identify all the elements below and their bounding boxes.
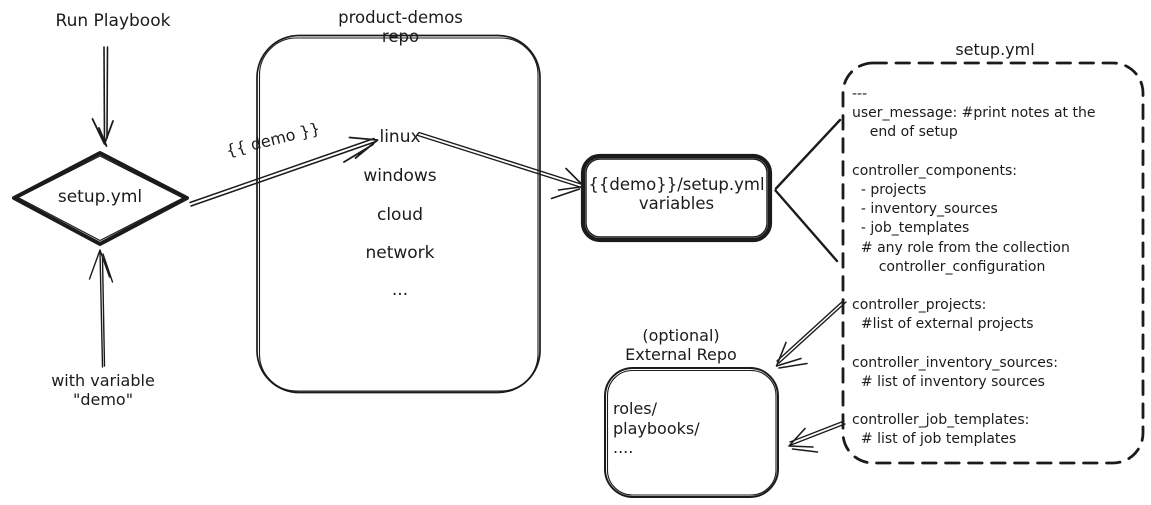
- with-variable-label: with variable "demo": [33, 371, 173, 409]
- yaml-line-controller-job-templates: controller_job_templates:: [852, 412, 1030, 429]
- yaml-line-any-role-comment: # any role from the collection: [852, 239, 1070, 256]
- job-templates-to-external-repo-arrow: [788, 420, 846, 453]
- yaml-line-any-role-comment-cont: controller_configuration: [852, 258, 1046, 275]
- setup-yml-diamond-label: setup.yml: [57, 187, 143, 207]
- external-repo-item-ellipsis: ....: [613, 438, 634, 457]
- external-repo-item-roles: roles/: [613, 399, 658, 418]
- repo-item-cloud: cloud: [376, 205, 424, 225]
- setup-yml-file-box: [841, 61, 1145, 465]
- variables-to-setup-yml-fan-lines: [774, 118, 842, 263]
- yaml-line-user-message: user_message: #print notes at the: [852, 105, 1096, 122]
- yaml-line-blank-1: [852, 143, 1144, 162]
- repo-item-network: network: [365, 243, 435, 263]
- yaml-line-blank-2: [852, 277, 1144, 296]
- repo-item-windows: windows: [363, 166, 437, 186]
- repo-item-ellipsis: ...: [391, 280, 409, 300]
- yaml-line-controller-projects: controller_projects:: [852, 297, 987, 314]
- product-demos-repo-box: [256, 34, 541, 394]
- external-repo-label-line2: External Repo: [625, 345, 737, 364]
- external-repo-box: [604, 367, 779, 498]
- setup-yml-diamond: [12, 151, 189, 246]
- linux-to-variables-arrow: [417, 131, 585, 200]
- yaml-line-doc-start: ---: [852, 86, 868, 102]
- variables-box: [580, 153, 773, 243]
- external-repo-label: (optional) External Repo: [611, 326, 751, 364]
- yaml-line-blank-4: [852, 392, 1144, 411]
- projects-to-external-repo-arrow: [775, 299, 847, 369]
- setup-yml-file-title: setup.yml: [955, 40, 1035, 59]
- yaml-line-blank-3: [852, 334, 1144, 353]
- yaml-line-controller-inventory-sources: controller_inventory_sources:: [852, 354, 1058, 371]
- demo-arrow: [189, 136, 379, 207]
- product-demos-repo-title: product-demos repo: [338, 8, 463, 46]
- variables-box-label-line1: {{demo}}/setup.yml: [588, 175, 765, 194]
- external-repo-contents: roles/ playbooks/ ....: [613, 399, 763, 458]
- yaml-line-user-message-cont: end of setup: [852, 124, 958, 141]
- yaml-line-job-templates: - job_templates: [852, 220, 970, 237]
- run-playbook-arrow: [91, 46, 114, 147]
- with-variable-label-line2: "demo": [72, 390, 134, 409]
- yaml-line-job-templates-comment: # list of job templates: [852, 431, 1017, 448]
- with-variable-arrow: [88, 249, 114, 368]
- external-repo-label-line1: (optional): [642, 326, 720, 345]
- yaml-line-inventory-sources: - inventory_sources: [852, 201, 998, 218]
- yaml-line-inventory-sources-comment: # list of inventory sources: [852, 373, 1045, 390]
- run-playbook-label: Run Playbook: [55, 11, 171, 31]
- yaml-line-projects: - projects: [852, 181, 927, 198]
- variables-box-label: {{demo}}/setup.yml variables: [588, 175, 765, 213]
- yaml-line-external-projects-comment: #list of external projects: [852, 316, 1034, 333]
- with-variable-label-line1: with variable: [51, 371, 155, 390]
- yaml-line-controller-components: controller_components:: [852, 162, 1017, 179]
- setup-yml-file-contents: --- user_message: #print notes at the en…: [852, 85, 1144, 450]
- repo-item-linux: linux: [379, 127, 421, 147]
- variables-box-label-line2: variables: [638, 194, 715, 213]
- external-repo-item-playbooks: playbooks/: [613, 418, 700, 438]
